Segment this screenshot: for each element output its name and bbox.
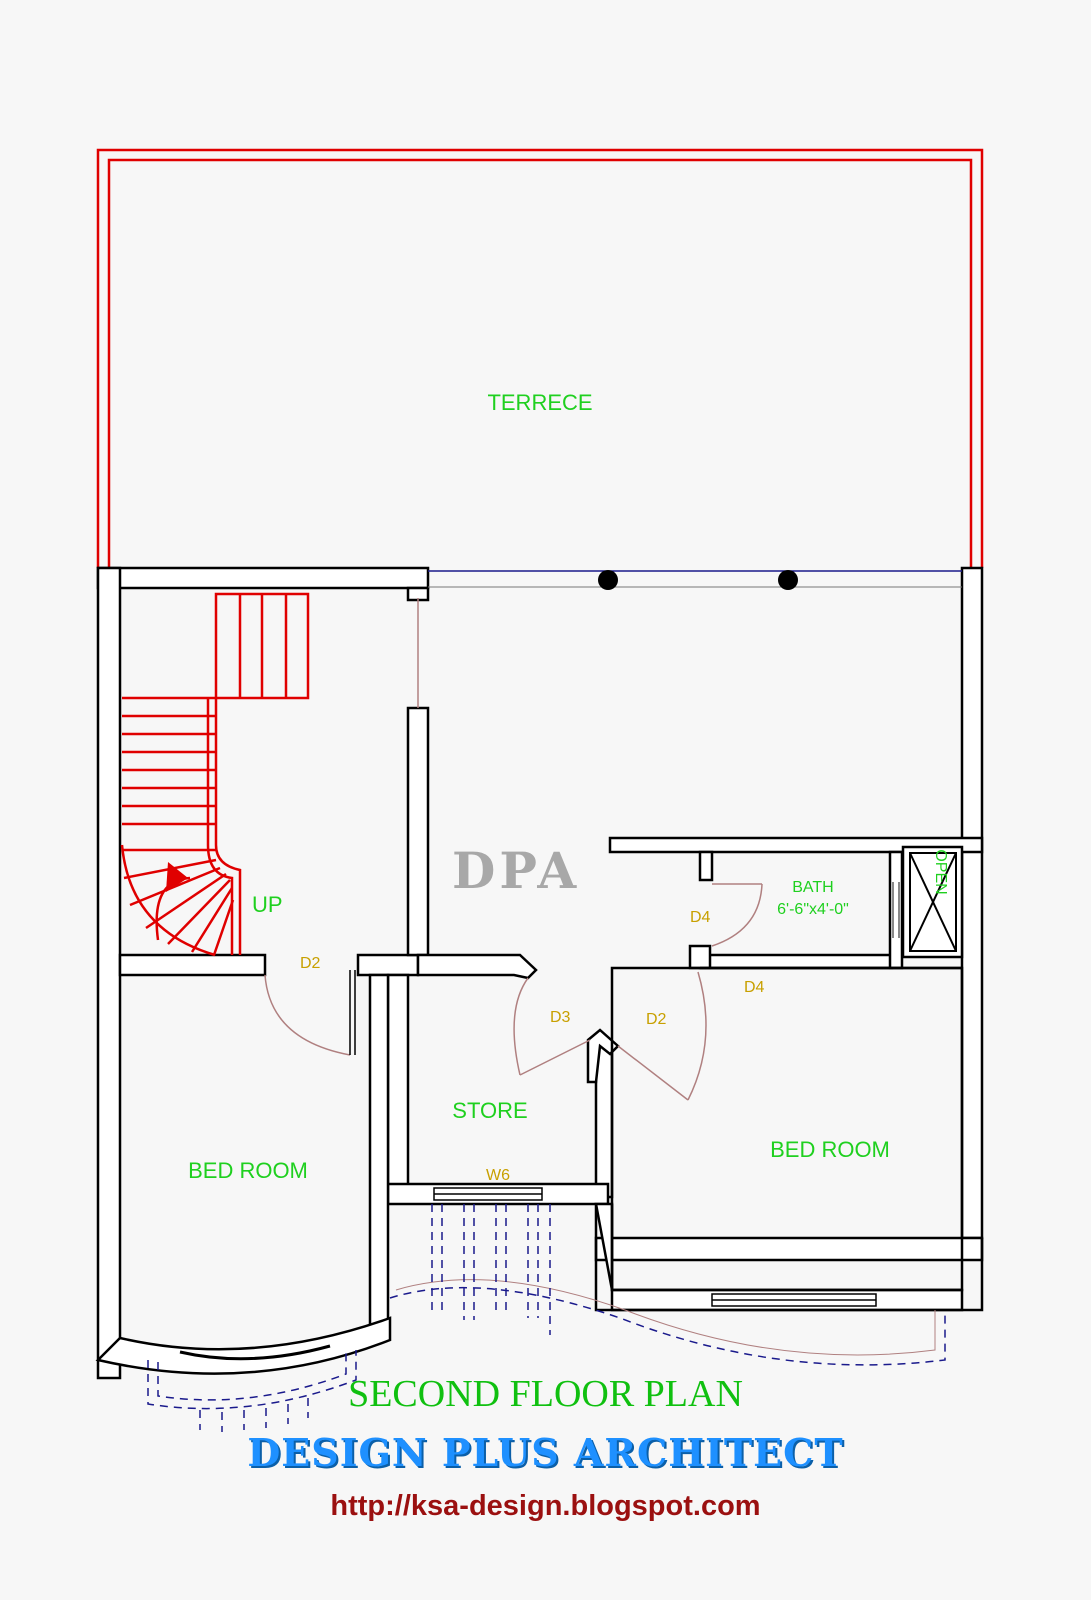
north-open-edge [428,570,962,590]
shaft-open [892,852,957,952]
window-tag-w6: W6 [486,1167,510,1184]
room-label-bath: BATH [792,879,833,896]
door-tag-d2-left: D2 [300,955,321,972]
room-label-terrace: TERRECE [487,390,592,415]
column [778,570,798,590]
stair-up-label: UP [252,892,283,917]
bath-size-label: 6'-6"x4'-0" [777,901,849,918]
door-tag-d4-bath: D4 [690,909,711,926]
exterior-walls [96,566,984,1380]
room-label-bedroom-right: BED ROOM [770,1137,890,1162]
watermark-dpa: DPA [452,841,580,900]
room-label-bedroom-left: BED ROOM [188,1158,308,1183]
blog-url[interactable]: http://ksa-design.blogspot.com [330,1490,761,1522]
interior-walls [95,706,984,1375]
windows [179,1187,877,1361]
room-label-open: OPEN [932,849,949,894]
door-tag-d3: D3 [550,1009,571,1026]
terrace-parapet [96,148,984,568]
bedroom-right-walls [594,966,984,1312]
brand-name: DESIGN PLUS ARCHITECT [247,1430,844,1475]
door-tag-d2-center: D2 [646,1011,667,1028]
door-tag-d4-bed: D4 [744,979,765,996]
door-swings [264,598,763,1101]
balcony-projection [147,1204,946,1432]
room-label-store: STORE [452,1098,527,1123]
plan-title: SECOND FLOOR PLAN [348,1373,743,1415]
column [598,570,618,590]
staircase [120,592,310,957]
